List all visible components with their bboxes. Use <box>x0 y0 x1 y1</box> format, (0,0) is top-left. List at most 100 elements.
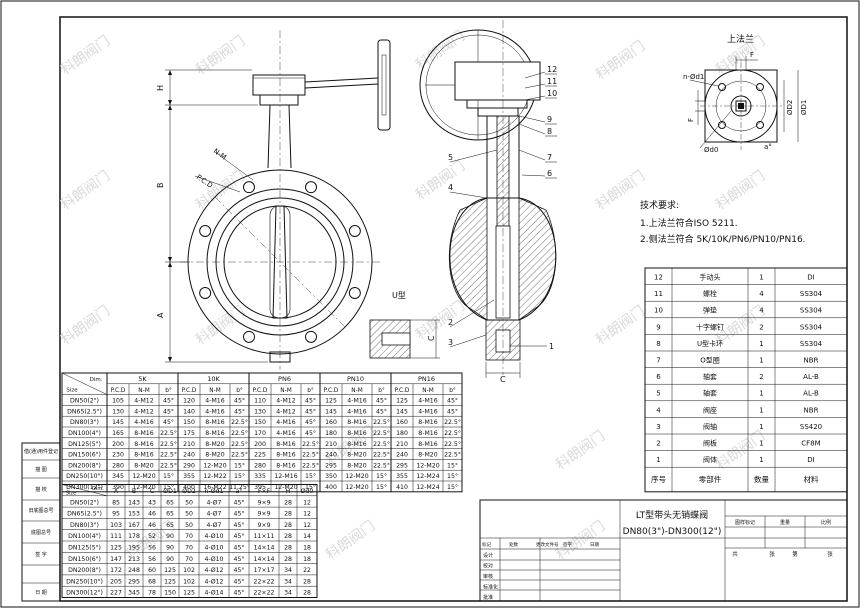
dim-cell: 248 <box>128 567 140 574</box>
bom-cell: 1 <box>759 423 763 431</box>
flange-cell: 45° <box>234 397 245 405</box>
flange-cell: 15° <box>305 483 316 491</box>
flange-cell: 150 <box>183 419 195 426</box>
dim-cell: 4-Ø7 <box>207 498 222 506</box>
bom-cell: 4 <box>759 290 764 298</box>
bom-cell: 9 <box>656 323 660 331</box>
dim-cell: 45° <box>234 510 245 518</box>
dim-cell: 45° <box>234 532 245 540</box>
callout-number: 4 <box>448 183 453 192</box>
flange-cell: 45° <box>447 397 458 405</box>
revision-label: 更改文件号 <box>536 541 559 548</box>
dim-cell: 12 <box>303 522 311 529</box>
bom-cell: O型圈 <box>700 356 720 365</box>
callout-leader <box>518 123 546 135</box>
dim-C: C <box>427 335 436 341</box>
bom-cell: 1 <box>759 274 763 282</box>
sheet-label: 张 <box>769 550 775 558</box>
strip-label: 借(通)用件登记 <box>24 448 58 455</box>
dim-cell: 45° <box>234 566 245 574</box>
dim-header: Ød0 <box>301 487 314 495</box>
flange-cell: 355 <box>183 473 195 480</box>
dim-cell: 50 <box>185 522 193 529</box>
flange-cell: 290 <box>183 462 195 469</box>
flange-cell: 295 <box>325 462 337 469</box>
flange-cell: 12-M20 <box>345 473 368 480</box>
callout-leader <box>524 95 546 101</box>
dim-cell: 28 <box>284 556 292 563</box>
flange-cell: 45° <box>305 429 316 437</box>
dim-cell: 85 <box>112 499 120 506</box>
flange-cell: 4-M16 <box>205 398 224 405</box>
flange-cell: 22.5° <box>444 418 461 426</box>
dim-cell: 45° <box>234 589 245 597</box>
dim-cell: DN250(10") <box>66 578 103 585</box>
flange-cell: 45° <box>234 407 245 415</box>
size-cell: DN150(6") <box>68 452 101 459</box>
dim-cell: 12 <box>303 499 311 506</box>
strip-label: 底图总号 <box>31 529 51 536</box>
flange-cell: 175 <box>183 430 195 437</box>
group-header: PN10 <box>347 375 364 383</box>
flange-cell: 22.5° <box>444 429 461 437</box>
flange-cell: 180 <box>325 430 337 437</box>
flange-cell: 295 <box>396 462 408 469</box>
flange-cell: 240 <box>325 452 337 459</box>
flange-cell: 8-M16 <box>276 452 295 459</box>
dim-cell: 9×9 <box>257 522 270 529</box>
dim-B: B <box>156 183 165 189</box>
dim-cell: 43 <box>148 499 156 506</box>
watermark-text: 科朗阀门 <box>593 38 648 83</box>
dim-cell: 153 <box>128 511 140 518</box>
flange-cell: 22.5° <box>160 440 177 448</box>
flange-cell: 4-M12 <box>134 408 153 415</box>
flange-cell: 4-M16 <box>134 419 153 426</box>
bom-cell: SS304 <box>800 323 823 331</box>
dim-cell: 345 <box>128 590 140 597</box>
flange-cell: 15° <box>234 472 245 480</box>
group-header: PN6 <box>278 375 291 383</box>
flange-cell: 8-M16 <box>347 419 366 426</box>
flange-cell: 12-M24 <box>416 473 439 480</box>
dim-cell: 178 <box>128 533 140 540</box>
flange-cell: 4-M16 <box>418 398 437 405</box>
flange-cell: 4-M12 <box>134 398 153 405</box>
callout-leader <box>449 149 498 163</box>
side-F-label: F <box>687 118 695 122</box>
bom-header: 序号 <box>651 474 666 484</box>
watermark-text: 科朗阀门 <box>323 518 378 563</box>
watermark-text: 科朗阀门 <box>58 303 113 348</box>
strip-label: 描 校 <box>35 486 47 493</box>
flange-cell: 22.5° <box>160 461 177 469</box>
dim-cell: 70 <box>185 556 193 563</box>
flange-cell: 22.5° <box>444 440 461 448</box>
dim-header: n-Ød1 <box>205 487 224 495</box>
flange-cell: 240 <box>183 452 195 459</box>
bolt-hole <box>199 286 212 299</box>
callout-number: 2 <box>448 318 453 327</box>
bom-cell: 1 <box>759 456 763 464</box>
flange-cell: 22.5° <box>444 451 461 459</box>
sub-header: b° <box>165 388 172 394</box>
flange-cell: 160 <box>396 419 408 426</box>
flange-cell: 12-M24 <box>416 484 439 491</box>
flange-cell: 15° <box>234 461 245 469</box>
dim-cell: DN50(2") <box>70 499 99 506</box>
flange-cell: 8-M16 <box>205 419 224 426</box>
callout-number: 10 <box>547 89 557 98</box>
flange-cell: 8-M20 <box>205 452 224 459</box>
dim-cell: 4-Ø7 <box>207 510 222 518</box>
dim-cell: 28 <box>284 511 292 518</box>
dim-cell: 22 <box>303 567 311 574</box>
bom-cell: 1 <box>759 406 763 414</box>
flange-cell: 400 <box>325 484 337 491</box>
flange-cell: 12-M20 <box>203 462 226 469</box>
flange-cell: 45° <box>447 407 458 415</box>
dim-cell: 68 <box>148 578 156 585</box>
sheet-label: 张 <box>827 550 833 558</box>
bom-header: 数量 <box>754 474 769 484</box>
flange-cell: 145 <box>112 419 124 426</box>
bom-cell: AL-B <box>803 390 819 398</box>
flange-cell: 210 <box>183 441 195 448</box>
